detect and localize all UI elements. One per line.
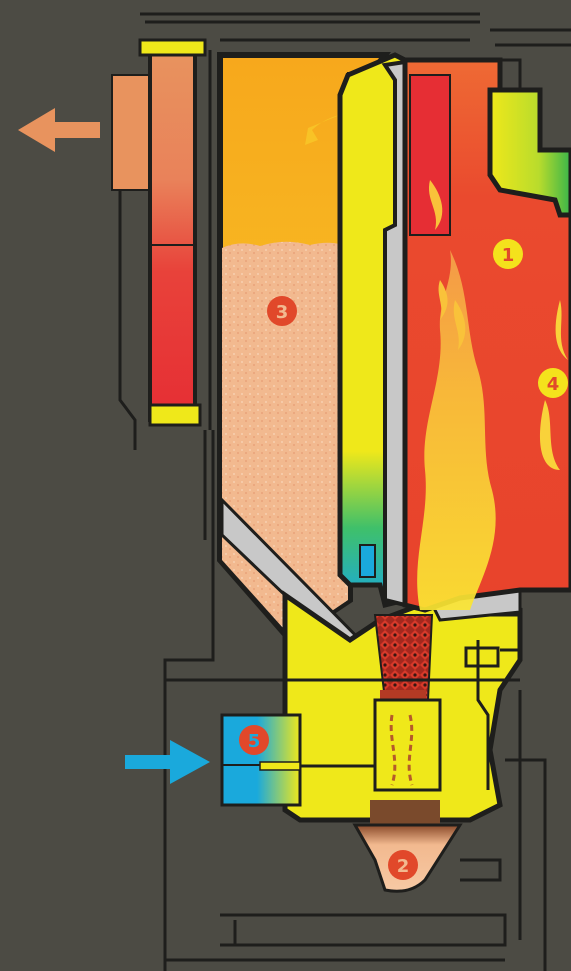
marker-5-label: 5 <box>248 731 261 752</box>
marker-5: 5 <box>239 725 269 755</box>
exhaust-arrow <box>18 108 100 152</box>
air-intake-arrow <box>125 740 210 784</box>
marker-1: 1 <box>493 239 523 269</box>
flue-gas-outlet <box>112 40 205 425</box>
marker-1-label: 1 <box>502 245 515 266</box>
marker-2: 2 <box>388 850 418 880</box>
marker-3: 3 <box>267 296 297 326</box>
marker-3-label: 3 <box>276 302 289 323</box>
marker-4: 4 <box>538 368 568 398</box>
marker-4-label: 4 <box>547 374 560 395</box>
marker-2-label: 2 <box>397 856 410 877</box>
burner-grate <box>375 615 432 710</box>
